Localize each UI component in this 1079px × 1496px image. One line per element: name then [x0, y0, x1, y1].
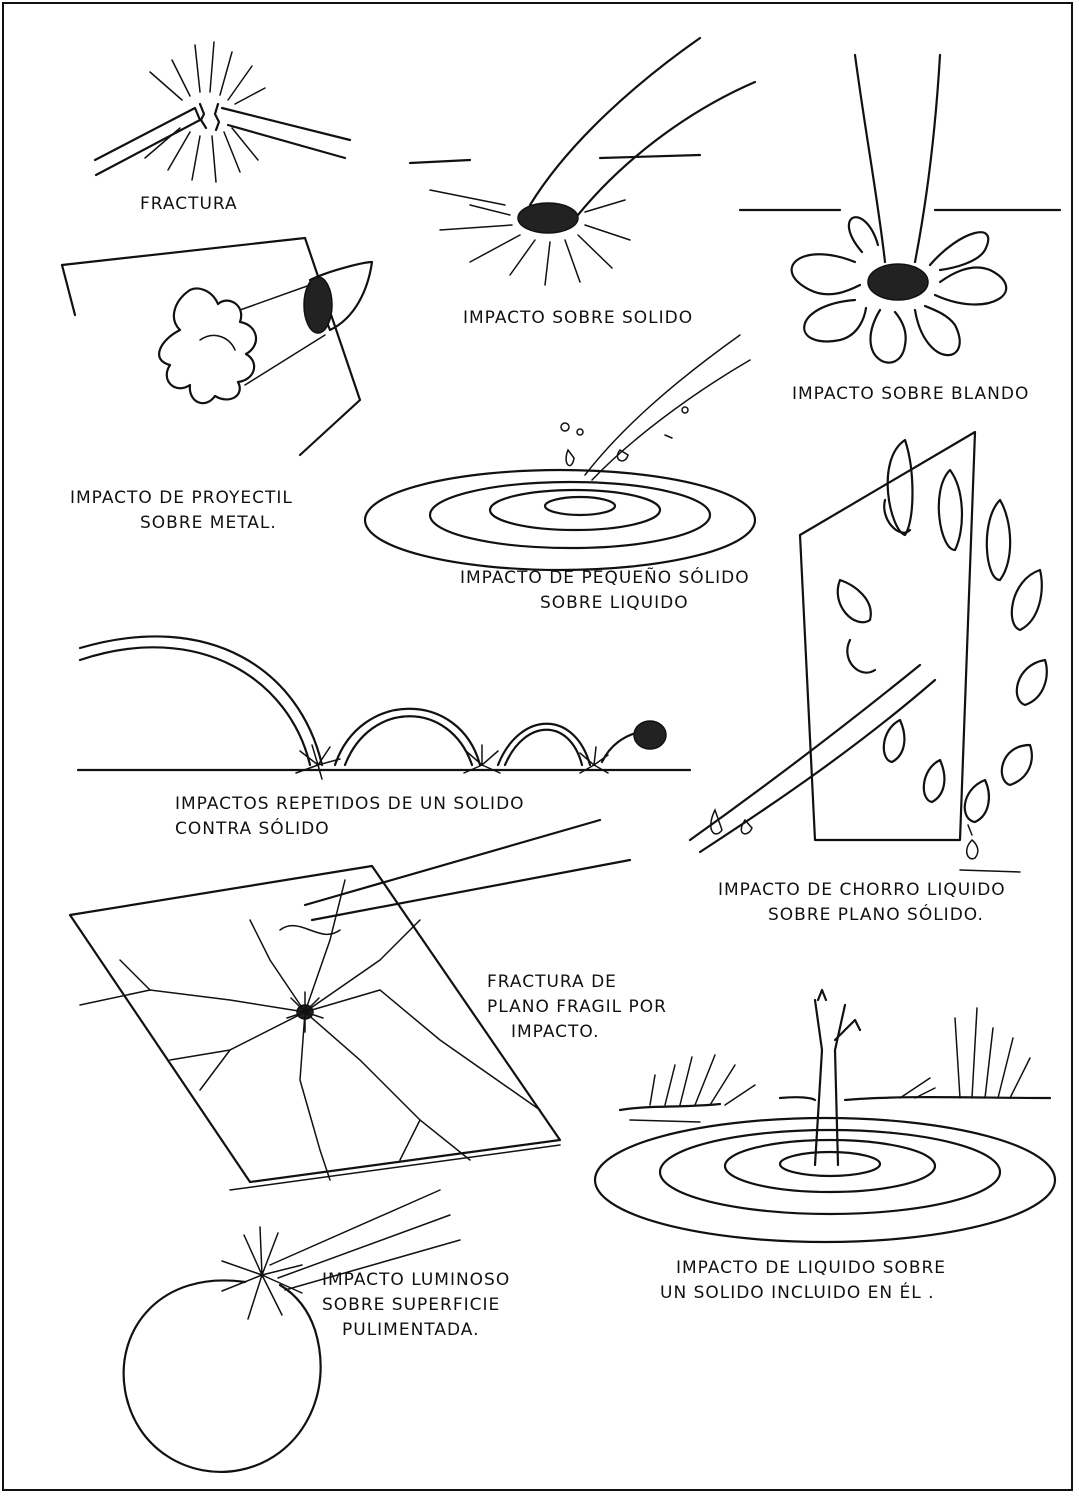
caption-line: SOBRE LIQUIDO [460, 591, 750, 616]
caption-line: IMPACTO DE PEQUEÑO SÓLIDO [460, 566, 750, 591]
caption-line: IMPACTO SOBRE BLANDO [792, 382, 1029, 407]
caption-fractura: FRACTURA [140, 192, 238, 217]
caption-line: IMPACTO DE CHORRO LIQUIDO [718, 878, 1006, 903]
caption-chorro: IMPACTO DE CHORRO LIQUIDO SOBRE PLANO SÓ… [718, 878, 1006, 928]
caption-line: UN SOLIDO INCLUIDO EN ÉL . [660, 1281, 946, 1306]
fracture-drawing [95, 42, 350, 182]
soft-impact-drawing [740, 55, 1060, 363]
caption-line: IMPACTO. [487, 1020, 667, 1045]
caption-line: IMPACTO SOBRE SOLIDO [463, 306, 693, 331]
caption-line: FRACTURA [140, 192, 238, 217]
caption-line: CONTRA SÓLIDO [175, 817, 525, 842]
caption-line: SOBRE METAL. [70, 511, 293, 536]
small-solid-liquid-drawing [365, 335, 755, 570]
projectile-drawing [62, 238, 372, 455]
caption-line: PULIMENTADA. [322, 1318, 510, 1343]
caption-proyectil: IMPACTO DE PROYECTIL SOBRE METAL. [70, 486, 293, 536]
jet-drawing [690, 432, 1047, 872]
caption-line: SOBRE PLANO SÓLIDO. [718, 903, 1006, 928]
solid-impact-drawing [410, 38, 755, 285]
caption-line: PLANO FRAGIL POR [487, 995, 667, 1020]
caption-line: IMPACTOS REPETIDOS DE UN SOLIDO [175, 792, 525, 817]
caption-liquido-solido: IMPACTO DE LIQUIDO SOBRE UN SOLIDO INCLU… [668, 1256, 946, 1306]
caption-luminoso: IMPACTO LUMINOSO SOBRE SUPERFICIE PULIME… [322, 1268, 510, 1343]
caption-line: IMPACTO DE PROYECTIL [70, 486, 293, 511]
caption-impacto-blando: IMPACTO SOBRE BLANDO [792, 382, 1029, 407]
caption-line: SOBRE SUPERFICIE [322, 1293, 510, 1318]
caption-line: IMPACTO DE LIQUIDO SOBRE [668, 1256, 946, 1281]
caption-plano-fragil: FRACTURA DE PLANO FRAGIL POR IMPACTO. [487, 970, 667, 1045]
caption-line: IMPACTO LUMINOSO [322, 1268, 510, 1293]
repeated-impacts-drawing [78, 636, 690, 779]
caption-impacto-solido: IMPACTO SOBRE SOLIDO [463, 306, 693, 331]
caption-pequeno-solido: IMPACTO DE PEQUEÑO SÓLIDO SOBRE LIQUIDO [460, 566, 750, 616]
caption-repetidos: IMPACTOS REPETIDOS DE UN SOLIDO CONTRA S… [175, 792, 525, 842]
caption-line: FRACTURA DE [487, 970, 667, 995]
